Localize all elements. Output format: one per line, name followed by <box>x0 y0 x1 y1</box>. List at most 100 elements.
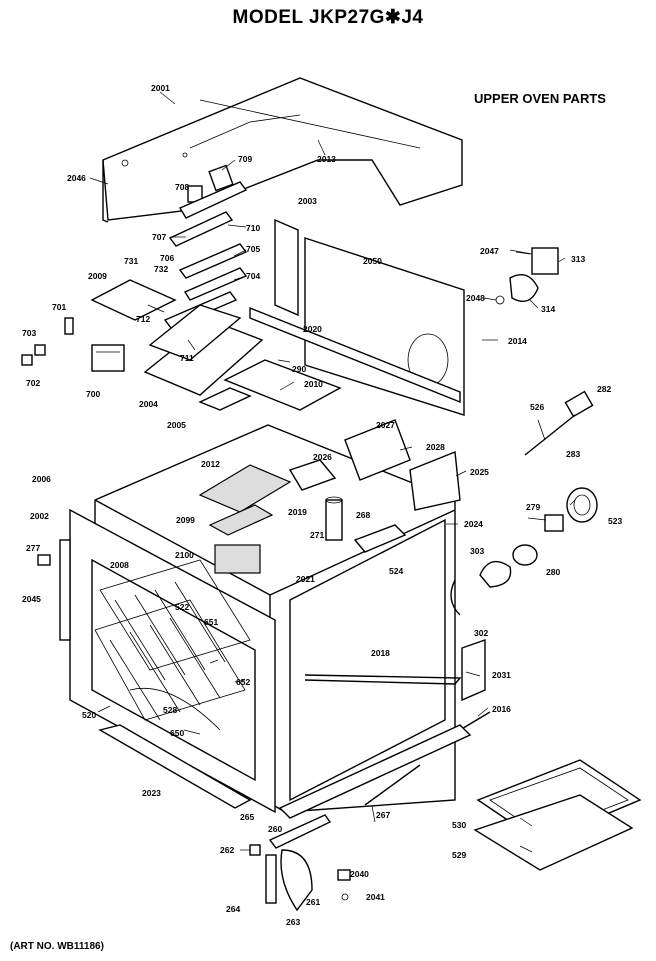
label-2001: 2001 <box>151 83 170 93</box>
label-2021: 2021 <box>296 574 315 584</box>
label-705: 705 <box>246 244 260 254</box>
label-712: 712 <box>136 314 150 324</box>
label-263: 263 <box>286 917 300 927</box>
duct-2010 <box>223 359 342 411</box>
plate-524 <box>353 524 407 553</box>
leader-lines <box>89 91 576 853</box>
label-520: 520 <box>82 710 96 720</box>
label-261: 261 <box>306 897 320 907</box>
label-703: 703 <box>22 328 36 338</box>
bottom-rail <box>278 724 472 819</box>
door-hinge <box>249 814 351 912</box>
label-2099: 2099 <box>176 515 195 525</box>
label-2048: 2048 <box>466 293 485 303</box>
label-279: 279 <box>526 502 540 512</box>
bar-2020 <box>249 306 461 404</box>
label-652: 652 <box>236 677 250 687</box>
rear-wall-2050 <box>304 237 465 416</box>
label-2006: 2006 <box>32 474 51 484</box>
bracket-2005 <box>198 387 252 411</box>
label-302: 302 <box>474 628 488 638</box>
label-2018: 2018 <box>371 648 390 658</box>
fan-motor-313 <box>495 247 559 305</box>
label-710: 710 <box>246 223 260 233</box>
thermostat-282 <box>524 390 594 456</box>
vent-tube-2019 <box>325 499 343 541</box>
label-704: 704 <box>246 271 260 281</box>
label-529: 529 <box>452 850 466 860</box>
top-panel-2001 <box>102 77 463 223</box>
label-708: 708 <box>175 182 189 192</box>
switch-700 <box>21 317 125 372</box>
label-2025: 2025 <box>470 467 489 477</box>
label-2031: 2031 <box>492 670 511 680</box>
label-2014: 2014 <box>508 336 527 346</box>
label-522: 522 <box>175 602 189 612</box>
label-2047: 2047 <box>480 246 499 256</box>
model-title: MODEL JKP27G✱J4 <box>232 7 424 28</box>
label-303: 303 <box>470 546 484 556</box>
element-2018 <box>304 674 462 685</box>
label-2020: 2020 <box>303 324 322 334</box>
label-702: 702 <box>26 378 40 388</box>
label-700: 700 <box>86 389 100 399</box>
trim-2023 <box>98 724 252 809</box>
bracket-2026 <box>288 459 337 491</box>
spring-267 <box>364 764 421 806</box>
label-268: 268 <box>356 510 370 520</box>
label-709: 709 <box>238 154 252 164</box>
label-2010: 2010 <box>304 379 323 389</box>
label-262: 262 <box>220 845 234 855</box>
label-2005: 2005 <box>167 420 186 430</box>
label-2003: 2003 <box>298 196 317 206</box>
label-267: 267 <box>376 810 390 820</box>
section-subtitle: UPPER OVEN PARTS <box>474 91 606 106</box>
oven-racks <box>94 559 251 731</box>
label-314: 314 <box>541 304 555 314</box>
broiler-pan <box>473 759 642 871</box>
label-2045: 2045 <box>22 594 41 604</box>
oven-lamp <box>479 487 598 588</box>
clip-277 <box>37 554 51 566</box>
label-523: 523 <box>608 516 622 526</box>
label-2027: 2027 <box>376 420 395 430</box>
label-2004: 2004 <box>139 399 158 409</box>
oven-cavity <box>91 558 256 782</box>
label-711: 711 <box>180 353 194 363</box>
label-530: 530 <box>452 820 466 830</box>
side-liner-2021 <box>289 518 446 802</box>
label-282: 282 <box>597 384 611 394</box>
label-290: 290 <box>292 364 306 374</box>
rail-2045 <box>59 539 71 641</box>
bracket-2003 <box>274 218 299 317</box>
plate-711 <box>148 304 242 361</box>
block-2100 <box>214 544 261 574</box>
label-526: 526 <box>530 402 544 412</box>
label-2016: 2016 <box>492 704 511 714</box>
label-651: 651 <box>204 617 218 627</box>
label-2012: 2012 <box>201 459 220 469</box>
label-2019: 2019 <box>288 507 307 517</box>
art-number: (ART NO. WB11186) <box>10 941 104 952</box>
label-264: 264 <box>226 904 240 914</box>
label-2100: 2100 <box>175 550 194 560</box>
label-706: 706 <box>160 253 174 263</box>
part-labels: 2001 2013 2046 708 709 710 707 706 705 7… <box>22 83 622 927</box>
label-650: 650 <box>170 728 184 738</box>
label-2028: 2028 <box>426 442 445 452</box>
label-2009: 2009 <box>88 271 107 281</box>
panel-2025 <box>409 451 461 511</box>
label-731: 731 <box>124 256 138 266</box>
label-2024: 2024 <box>464 519 483 529</box>
bracket-2009 <box>90 279 177 321</box>
insulation-2099 <box>208 504 274 536</box>
label-2026: 2026 <box>313 452 332 462</box>
label-707: 707 <box>152 232 166 242</box>
label-283: 283 <box>566 449 580 459</box>
label-2040: 2040 <box>350 869 369 879</box>
label-2008: 2008 <box>110 560 129 570</box>
label-277: 277 <box>26 543 40 553</box>
label-2050: 2050 <box>363 256 382 266</box>
label-2046: 2046 <box>67 173 86 183</box>
